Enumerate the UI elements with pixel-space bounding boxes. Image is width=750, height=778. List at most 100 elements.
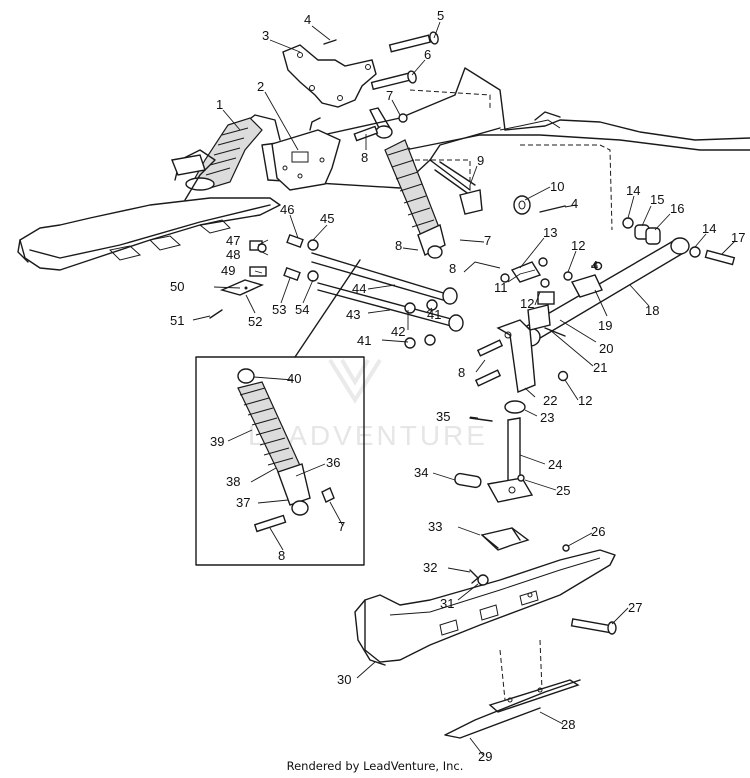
saddle-33	[480, 527, 530, 551]
callout-4: 4	[304, 12, 311, 27]
callout-8: 8	[395, 238, 402, 253]
rail-9	[429, 159, 483, 215]
callout-53: 53	[272, 302, 286, 317]
callout-46: 46	[280, 202, 294, 217]
callout-31: 31	[440, 596, 454, 611]
pin-35	[469, 417, 493, 422]
callout-10: 10	[550, 179, 564, 194]
callout-45: 45	[320, 211, 334, 226]
callout-34: 34	[414, 465, 428, 480]
shock-mount-plate-2	[271, 117, 341, 191]
nut-12-right	[557, 370, 569, 382]
callout-48: 48	[226, 247, 240, 262]
nut-7-top	[398, 113, 408, 123]
callout-12: 12	[571, 238, 585, 253]
washer-23	[504, 400, 526, 414]
skag-29	[444, 679, 581, 739]
bushings-14-16	[622, 217, 701, 258]
callout-17: 17	[731, 230, 745, 245]
nuts-41-42	[404, 299, 438, 349]
callout-4: 4	[571, 196, 578, 211]
inset-shock-detail	[195, 259, 365, 566]
callout-44: 44	[352, 281, 366, 296]
callout-28: 28	[561, 717, 575, 732]
callout-12: 12	[578, 393, 592, 408]
callout-5: 5	[437, 8, 444, 23]
callout-3: 3	[262, 28, 269, 43]
bolt-27	[570, 618, 617, 635]
callout-11: 11	[494, 280, 508, 295]
left-ski	[17, 149, 281, 271]
callout-14: 14	[702, 221, 716, 236]
shock-absorber-1	[185, 114, 281, 191]
callout-22: 22	[543, 393, 557, 408]
washer-31	[477, 574, 489, 586]
steering-parts-19-21	[527, 274, 603, 337]
callout-18: 18	[645, 303, 659, 318]
callout-6: 6	[424, 47, 431, 62]
leader-lines	[192, 21, 736, 756]
bolt-4-mid	[539, 205, 566, 213]
callout-19: 19	[598, 318, 612, 333]
callout-16: 16	[670, 201, 684, 216]
callout-52: 52	[248, 314, 262, 329]
callout-30: 30	[337, 672, 351, 687]
callout-14: 14	[626, 183, 640, 198]
callout-35: 35	[436, 409, 450, 424]
callout-50: 50	[170, 279, 184, 294]
spindle-24	[486, 417, 534, 503]
right-ski-30	[354, 549, 616, 666]
callout-54: 54	[295, 302, 309, 317]
callout-32: 32	[423, 560, 437, 575]
callout-41: 41	[357, 333, 371, 348]
spindle-22	[496, 319, 536, 393]
callout-2: 2	[257, 79, 264, 94]
watermark-logo	[328, 358, 382, 404]
callout-43: 43	[346, 307, 360, 322]
callout-8: 8	[278, 548, 285, 563]
clip-26	[562, 544, 570, 552]
callout-12: 12	[520, 296, 534, 311]
callout-25: 25	[556, 483, 570, 498]
callout-7: 7	[386, 88, 393, 103]
callout-24: 24	[548, 457, 562, 472]
footer-credit: Rendered by LeadVenture, Inc.	[286, 759, 464, 773]
callout-1: 1	[216, 97, 223, 112]
callout-20: 20	[599, 341, 613, 356]
callout-15: 15	[650, 192, 664, 207]
callout-8: 8	[458, 365, 465, 380]
bolt-8-top	[353, 125, 379, 142]
pin-32	[469, 569, 479, 584]
callout-7: 7	[338, 519, 345, 534]
bolt-5	[388, 31, 439, 53]
callout-numbers: 1 2 3 4 5 6 7 8 9 10 4 14 15 16 14 17 46…	[170, 8, 745, 764]
callout-4: 4	[591, 258, 598, 273]
pin-4-top	[323, 39, 337, 45]
center-shock	[369, 107, 446, 259]
callout-21: 21	[593, 360, 607, 375]
callout-39: 39	[210, 434, 224, 449]
callout-51: 51	[170, 313, 184, 328]
radius-rod-44	[311, 252, 458, 305]
callout-29: 29	[478, 749, 492, 764]
callout-41: 41	[427, 307, 441, 322]
callout-26: 26	[591, 524, 605, 539]
bracket-3	[282, 44, 377, 108]
dashed-guides-ski	[499, 639, 543, 701]
callout-40: 40	[287, 371, 301, 386]
callout-23: 23	[540, 410, 554, 425]
callout-36: 36	[326, 455, 340, 470]
bolt-17	[704, 249, 736, 266]
callout-42: 42	[391, 324, 405, 339]
pin-25	[517, 474, 525, 482]
callout-13: 13	[543, 225, 557, 240]
bushing-10	[513, 195, 531, 215]
bushing-34	[454, 472, 482, 489]
callout-47: 47	[226, 233, 240, 248]
callout-8: 8	[449, 261, 456, 276]
bolts-8-right	[474, 339, 504, 387]
bolt-6	[370, 70, 417, 91]
callout-7: 7	[484, 233, 491, 248]
bulkhead-frame	[261, 67, 750, 231]
